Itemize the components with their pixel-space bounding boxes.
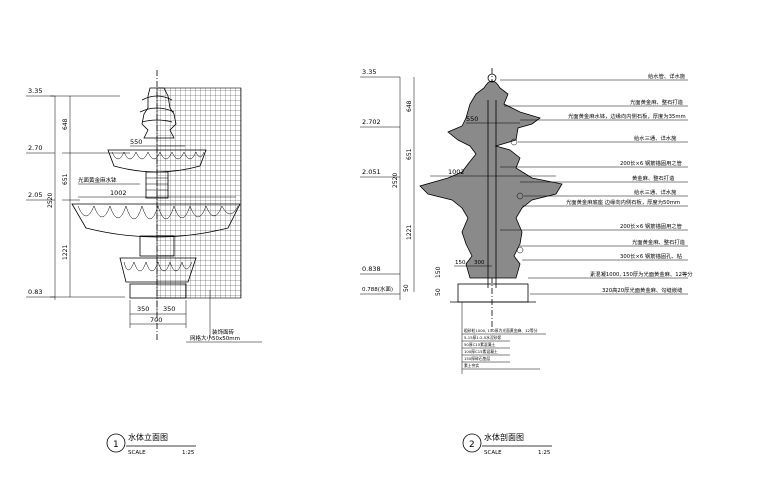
level-0-83: 0.83 (28, 288, 42, 296)
section-level-marks: 3.35 2.702 2.051 0.838 0.788(水面) (360, 68, 400, 295)
layer-1: 粗砂粒1000, 150厚为光面黄金麻、12等分 (464, 328, 538, 333)
layer-5: 150厚碎石垫层 (464, 356, 490, 361)
section-horizontal-dimensions: 550 1002 150 300 (430, 115, 556, 267)
section-callouts: 给水管、详水施 光面黄金麻、整石打造 光面黄金麻水钵，边缘向内侧石板，厚度为35… (500, 72, 693, 295)
width-1002: 1002 (110, 189, 127, 197)
sec-level-3-35: 3.35 (362, 68, 376, 76)
height-1221: 1221 (62, 245, 69, 260)
sec-height-50: 50 (435, 288, 442, 296)
height-651: 651 (62, 173, 69, 185)
horizontal-dimensions: 550 1002 350 350 700 (78, 138, 236, 328)
elevation-title: 水体立面图 (128, 432, 168, 442)
section-title: 水体剖面图 (484, 432, 524, 442)
section-vertical-dimensions: 648 651 2520 1221 150 50 50 (392, 77, 442, 300)
height-2520: 2520 (47, 193, 54, 208)
sec-level-water: 0.788(水面) (362, 285, 393, 293)
level-marks: 3.35 2.70 2.05 0.83 (26, 87, 55, 298)
callout-2: 光面黄金麻、整石打造 (630, 98, 684, 106)
sec-level-0-838: 0.838 (362, 265, 381, 273)
sec-width-550: 550 (466, 115, 478, 123)
width-700: 700 (150, 316, 162, 324)
width-550: 550 (130, 138, 142, 146)
note-stone-basin: 光面黄金麻水钵 (78, 176, 117, 184)
sec-level-2-702: 2.702 (362, 118, 381, 126)
callout-10: 光面黄金麻、整石打造 (632, 238, 686, 246)
callout-8: 光面黄金麻底座 边缘向内侧石板，厚度为50mm (566, 198, 680, 206)
scale-label-2: SCALE (484, 450, 502, 456)
scale-label-1: SCALE (128, 450, 146, 456)
section-view: 3.35 2.702 2.051 0.838 0.788(水面) 648 651… (360, 68, 693, 456)
sec-height-648: 648 (406, 100, 413, 112)
vertical-dimensions: 648 651 2520 1221 (47, 95, 130, 300)
note-tile: 装饰面砖 (212, 328, 235, 336)
scale-value-2: 1:25 (538, 450, 551, 456)
callout-9: 200长×6 钢筋锚固用之管 (620, 222, 682, 230)
section-title-block: 2 水体剖面图 SCALE 1:25 (462, 432, 552, 456)
fountain-section (419, 68, 563, 330)
note-grid-size: 网格大小50x50mm (190, 334, 240, 342)
layer-2: 5-15厚1:2.5水泥砂浆 (464, 335, 502, 340)
sec-width-150: 150 (455, 260, 466, 266)
callout-3: 光面黄金麻水钵，边缘向内侧石板，厚度为35mm (568, 112, 686, 120)
sec-level-2-051: 2.051 (362, 168, 381, 176)
sec-height-651: 651 (406, 148, 413, 160)
callout-1: 给水管、详水施 (648, 72, 686, 80)
sec-height-2520: 2520 (392, 173, 399, 188)
callout-12: 素混凝1000, 150厚为光面黄金麻、12等分 (590, 270, 693, 278)
callout-7: 给水三通、详水施 (634, 188, 677, 196)
title-number-1: 1 (113, 440, 119, 450)
elevation-title-block: 1 水体立面图 SCALE 1:25 (106, 432, 196, 456)
callout-13: 320高20厚光面黄金麻、勾缝嵌缝 (602, 286, 683, 294)
callout-4: 给水三通、详水施 (634, 134, 677, 142)
layer-4: 100厚C15素混凝土 (464, 349, 498, 354)
title-number-2: 2 (469, 440, 475, 450)
sec-height-1221: 1221 (406, 225, 413, 240)
layer-3: 50厚C15素混凝土 (464, 342, 496, 347)
width-350-right: 350 (163, 305, 175, 313)
section-layers: 粗砂粒1000, 150厚为光面黄金麻、12等分 5-15厚1:2.5水泥砂浆 … (461, 302, 546, 374)
height-648: 648 (62, 118, 69, 130)
level-2-70: 2.70 (28, 144, 42, 152)
callout-6: 黄金麻、整石打造 (632, 174, 675, 182)
scale-value-1: 1:25 (182, 450, 195, 456)
fountain-elevation (71, 70, 241, 340)
sec-height-150: 150 (435, 266, 442, 278)
elevation-view: 3.35 2.70 2.05 0.83 648 651 2520 1221 (26, 70, 262, 456)
sec-width-1002: 1002 (448, 168, 465, 176)
width-350-left: 350 (137, 305, 149, 313)
callout-5: 200长×6 钢筋锚固用之管 (620, 159, 682, 167)
level-3-35: 3.35 (28, 87, 42, 95)
sec-height-50b: 50 (403, 284, 410, 292)
callout-11: 300长×6 钢筋锚固孔、粘 (620, 252, 683, 260)
sec-width-300: 300 (474, 260, 485, 266)
layer-6: 素土夯实 (464, 363, 479, 368)
tile-grid-panel (156, 87, 242, 299)
elevation-notes: 光面黄金麻水钵 装饰面砖 网格大小50x50mm (78, 176, 262, 343)
level-2-05: 2.05 (28, 191, 42, 199)
